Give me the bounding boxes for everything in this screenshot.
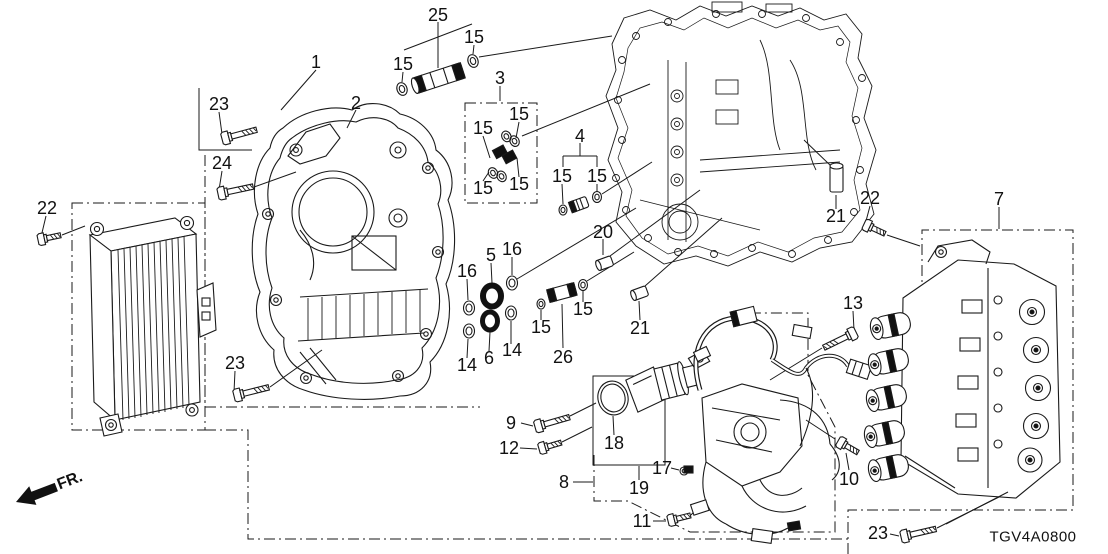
- callout-2-4: 2: [350, 93, 362, 113]
- callout-15-14: 15: [586, 166, 608, 186]
- callout-9-32: 9: [505, 413, 517, 433]
- callout-14-27: 14: [456, 355, 478, 375]
- bolt-13: [820, 325, 860, 355]
- dowel-pins-drawing: [594, 162, 844, 302]
- dowel-pin-20: [594, 255, 615, 272]
- callout-8-37: 8: [558, 472, 570, 492]
- callout-11-38: 11: [632, 511, 652, 531]
- callout-1-3: 1: [310, 52, 322, 72]
- bolt-24: [216, 179, 255, 201]
- seal-kit-drawing: [487, 130, 520, 183]
- callout-24-7: 24: [211, 153, 233, 173]
- solenoid-end-caps: [1017, 298, 1052, 473]
- callout-18-34: 18: [603, 433, 625, 453]
- arrow-shaft: [30, 482, 58, 501]
- callout-17-35: 17: [651, 458, 673, 478]
- position-sensor-19: [625, 349, 711, 413]
- callout-16-20: 16: [456, 261, 478, 281]
- bolt-23-middle: [231, 380, 271, 403]
- callout-21-26: 21: [629, 318, 651, 338]
- bushing-and-oring-group-drawing: [462, 275, 519, 339]
- bolt-10: [834, 435, 862, 459]
- bolt-22-left: [36, 228, 63, 247]
- bolt-23-bottom: [898, 522, 938, 544]
- callout-4-12: 4: [574, 126, 586, 146]
- callout-14-29: 14: [501, 340, 523, 360]
- callout-23-6: 23: [208, 94, 230, 114]
- callout-22-18: 22: [859, 188, 881, 208]
- callout-15-9: 15: [508, 104, 530, 124]
- callout-15-2: 15: [392, 54, 414, 74]
- callout-15-24: 15: [572, 299, 594, 319]
- callout-5-21: 5: [485, 245, 497, 265]
- callout-26-25: 26: [552, 347, 574, 367]
- callout-21-17: 21: [825, 206, 847, 226]
- callout-19-36: 19: [628, 478, 650, 498]
- diagram-code: TGV4A0800: [989, 528, 1077, 546]
- solenoid-cylinders: [863, 312, 911, 483]
- callout-6-28: 6: [483, 348, 495, 368]
- dowel-pin-21-left: [629, 285, 650, 302]
- callout-23-40: 23: [867, 523, 889, 543]
- callout-22-15: 22: [36, 198, 58, 218]
- valve-body-drawing: [863, 239, 1061, 525]
- callout-15-13: 15: [551, 166, 573, 186]
- callout-3-5: 3: [494, 68, 506, 88]
- bolt-23-top: [219, 122, 259, 146]
- sensor-assembly-drawing: [592, 349, 711, 476]
- callout-25-0: 25: [427, 5, 449, 25]
- callout-16-22: 16: [501, 239, 523, 259]
- callout-7-19: 7: [993, 189, 1005, 209]
- bolt-12: [536, 436, 564, 456]
- callout-20-16: 20: [592, 222, 614, 242]
- module-connector: [196, 282, 217, 338]
- callout-10-39: 10: [838, 469, 860, 489]
- transmission-case-drawing: [605, 1, 877, 267]
- joint-pipe-25-drawing: [396, 54, 479, 96]
- o-ring-18: [597, 380, 629, 416]
- callout-23-30: 23: [224, 353, 246, 373]
- callout-15-8: 15: [472, 118, 494, 138]
- callout-15-10: 15: [472, 178, 494, 198]
- dowel-pin-21-right: [829, 162, 844, 193]
- accumulator-4-drawing: [558, 190, 603, 216]
- joint-pipe-26-drawing: [536, 278, 589, 310]
- bolt-9: [532, 410, 572, 434]
- callout-15-1: 15: [463, 27, 485, 47]
- callout-12-33: 12: [498, 438, 520, 458]
- callout-15-11: 15: [508, 174, 530, 194]
- callout-13-31: 13: [842, 293, 864, 313]
- harness-assembly-drawing: [683, 305, 873, 544]
- transmission-control-module-drawing: [88, 215, 217, 437]
- case-bolt-holes: [612, 10, 866, 258]
- bolt-11: [665, 509, 693, 528]
- callout-15-23: 15: [530, 317, 552, 337]
- bolt-22-right: [860, 218, 889, 240]
- end-cover-and-gasket-drawing: [251, 103, 456, 400]
- cover-box: [204, 155, 480, 408]
- seal-kit-box: [464, 102, 538, 204]
